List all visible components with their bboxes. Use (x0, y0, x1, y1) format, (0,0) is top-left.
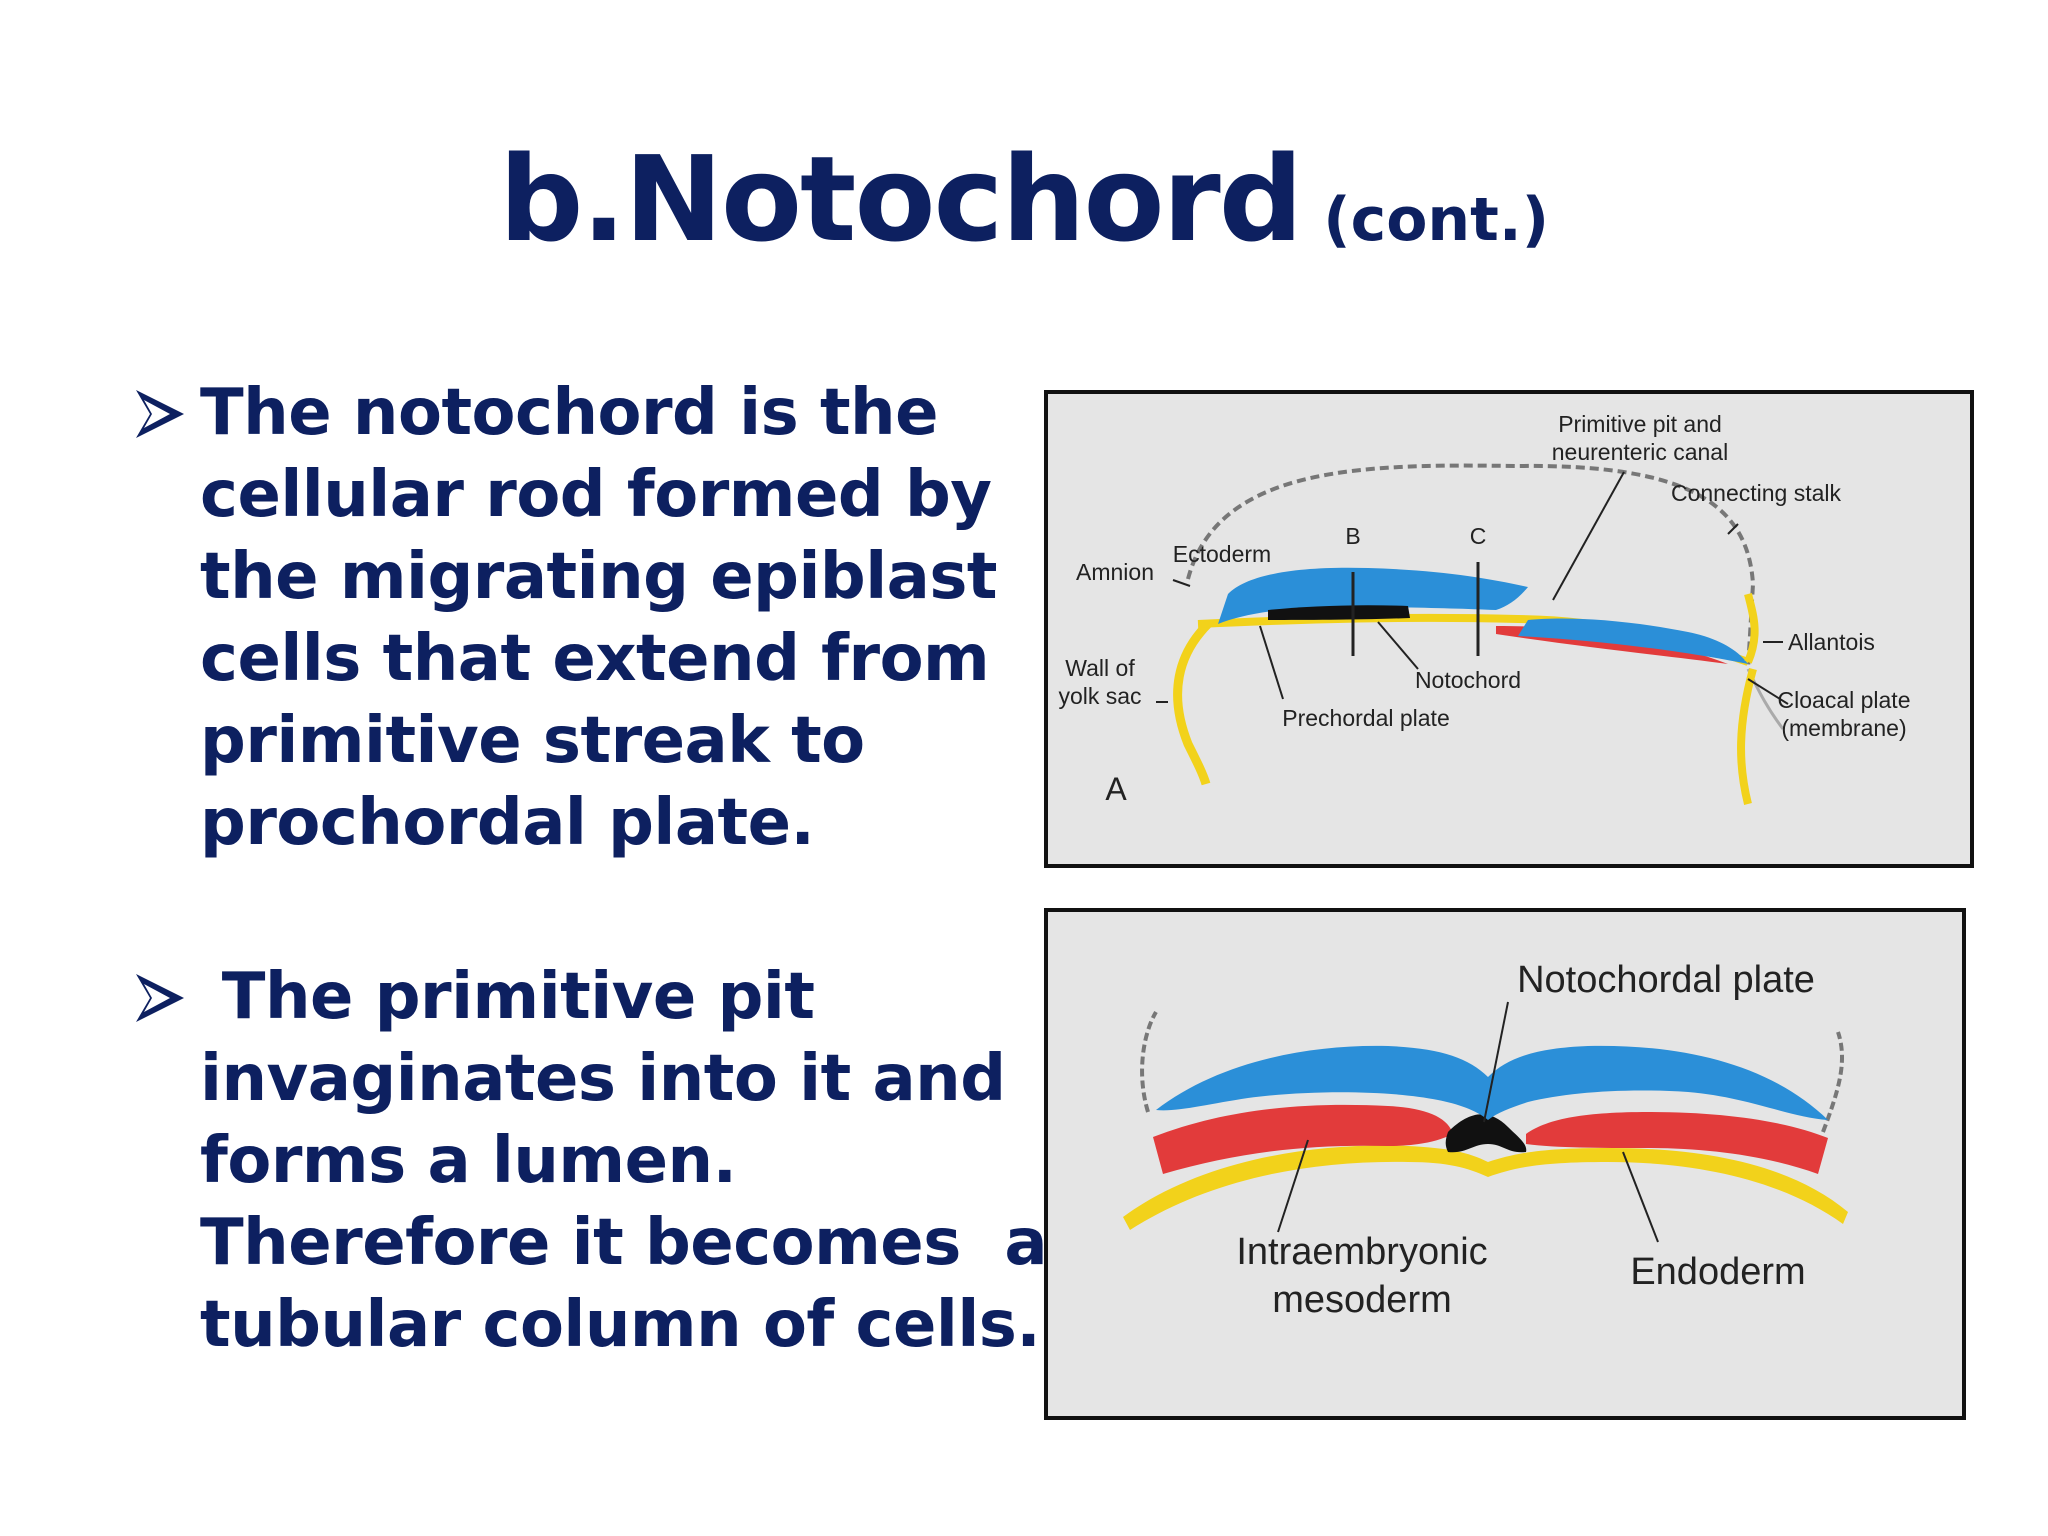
bullet-text: The primitive pit invaginates into it an… (200, 956, 1048, 1366)
label-notochord: Notochord (1415, 667, 1521, 693)
label-ectoderm: Ectoderm (1173, 541, 1271, 567)
bullet-line: primitive streak to (200, 704, 865, 778)
figure-b-diagram: Notochordal plate Intraembryonic mesoder… (1123, 959, 1848, 1321)
bullet-item: The notochord is the cellular rod formed… (120, 372, 998, 864)
bullet-line: invaginates into it and (200, 1042, 1006, 1116)
bullet-line: tubular column of cells. (200, 1288, 1041, 1362)
label-c: C (1470, 523, 1487, 549)
title-subtitle: (cont.) (1323, 185, 1550, 255)
bullet-line: prochordal plate. (200, 786, 815, 860)
label-endoderm: Endoderm (1630, 1251, 1805, 1293)
figure-b-panel: Notochordal plate Intraembryonic mesoder… (1044, 908, 1966, 1420)
bullet-item: The primitive pit invaginates into it an… (120, 956, 1048, 1366)
bullet-line: the migrating epiblast (200, 540, 998, 614)
slide-title: b.Notochord (cont.) (0, 130, 2048, 268)
title-main: b.Notochord (498, 130, 1303, 268)
label-intraembryonic: Intraembryonic (1236, 1231, 1487, 1273)
label-mesoderm: mesoderm (1272, 1279, 1452, 1321)
label-cloacal-membrane: (membrane) (1781, 715, 1906, 741)
label-connecting-stalk: Connecting stalk (1671, 480, 1842, 506)
bullet-text: The notochord is the cellular rod formed… (200, 372, 998, 864)
label-yolk-sac: yolk sac (1058, 683, 1141, 709)
arrow-bullet-icon (136, 974, 184, 1022)
bullet-line: forms a lumen. (200, 1124, 737, 1198)
bullet-line: The primitive pit (200, 960, 815, 1034)
bullet-list: The notochord is the cellular rod formed… (120, 372, 1048, 1366)
bullet-line: Therefore it becomes a (200, 1206, 1048, 1280)
label-neurenteric-canal: neurenteric canal (1552, 439, 1728, 465)
label-notochordal-plate: Notochordal plate (1517, 959, 1815, 1001)
figure-a-diagram: Primitive pit and neurenteric canal Conn… (1058, 411, 1911, 807)
label-prechordal-plate: Prechordal plate (1282, 705, 1450, 731)
label-panel-a: A (1105, 771, 1127, 807)
bullet-line: cells that extend from (200, 622, 990, 696)
bullet-line: cellular rod formed by (200, 458, 992, 532)
bullet-line: The notochord is the (200, 376, 939, 450)
label-wall-of: Wall of (1065, 655, 1135, 681)
label-allantois: Allantois (1788, 629, 1875, 655)
label-primitive-pit: Primitive pit and (1558, 411, 1722, 437)
arrow-bullet-icon (136, 390, 184, 438)
figure-a-panel: Primitive pit and neurenteric canal Conn… (1044, 390, 1974, 868)
label-cloacal-plate: Cloacal plate (1778, 687, 1911, 713)
label-b: B (1345, 523, 1360, 549)
label-amnion: Amnion (1076, 559, 1154, 585)
